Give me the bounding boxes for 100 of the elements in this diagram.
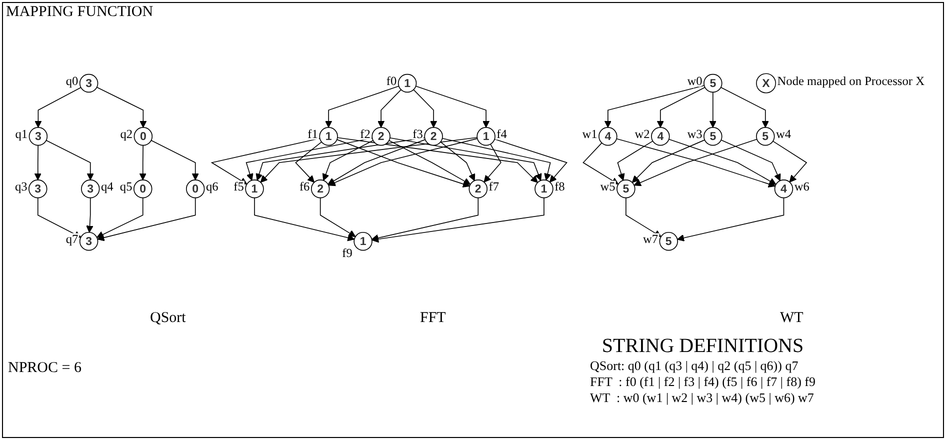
node-circle: 1 (319, 127, 338, 146)
node-name: f4 (496, 127, 507, 142)
node-name: f3 (412, 127, 423, 142)
node-name: q5 (120, 180, 132, 194)
arrow (484, 144, 502, 182)
node-name: f2 (360, 127, 370, 142)
node-circle: 1 (534, 180, 554, 198)
arrow (677, 197, 784, 242)
arrow (96, 86, 147, 128)
arrow (582, 142, 619, 184)
node-circle: 5 (616, 180, 636, 198)
arrow (97, 197, 196, 242)
arrow (494, 138, 568, 182)
node-name: w3 (687, 127, 702, 142)
node-name: f9 (342, 246, 352, 260)
graph-caption: QSort (150, 310, 186, 327)
node-circle: 3 (79, 232, 98, 251)
node-name: q1 (15, 127, 28, 142)
node-name: w6 (794, 180, 810, 194)
arrow (634, 138, 758, 186)
arrow (150, 140, 199, 180)
node-name: q0 (66, 74, 78, 88)
node-circle: 0 (186, 180, 205, 198)
arrow (210, 138, 320, 184)
arrow (320, 197, 356, 237)
section-heading: STRING DEFINITIONS (600, 335, 805, 358)
diagram-title: MAPPING FUNCTION (6, 4, 154, 21)
node-circle: 5 (756, 127, 775, 146)
node-circle: 1 (354, 232, 372, 251)
string-definition: WT : w0 (w1 | w2 | w3 | w4) (w5 | w6) w7 (590, 390, 815, 406)
node-circle: 3 (28, 127, 48, 146)
node-name: q3 (14, 180, 28, 194)
node-circle: 2 (468, 180, 488, 198)
node-circle: 3 (28, 180, 48, 198)
node-circle: 0 (133, 180, 152, 198)
node-name: w2 (634, 127, 650, 142)
arrow (295, 142, 322, 183)
arrow (371, 197, 479, 242)
node-name: f0 (386, 74, 397, 88)
arrow (37, 197, 82, 238)
node-name: f1 (308, 127, 318, 142)
arrow (415, 86, 490, 128)
arrow (337, 137, 538, 183)
arrow (322, 140, 374, 181)
node-circle: 4 (651, 127, 670, 146)
arrow (388, 140, 471, 185)
arrow (336, 139, 470, 188)
arrow (440, 142, 476, 181)
arrow (604, 85, 705, 128)
node-circle: 1 (245, 180, 264, 198)
node-name: q2 (120, 127, 133, 142)
arrow (86, 197, 94, 233)
arrow (34, 87, 82, 128)
node-circle: 5 (704, 127, 722, 146)
node-circle: 2 (424, 127, 443, 146)
arrow (324, 86, 400, 128)
string-definition: QSort: q0 (q1 (q3 | q4) | q2 (q5 | q6)) q7 (590, 358, 800, 374)
node-circle: 5 (659, 232, 678, 251)
arrow (442, 138, 552, 180)
arrow (254, 197, 355, 242)
graph-caption: WT (780, 310, 804, 327)
arrow (390, 137, 542, 181)
arrow (96, 197, 144, 238)
node-circle: 1 (398, 74, 417, 93)
graph-caption: FFT (420, 310, 446, 327)
node-circle: 3 (81, 180, 100, 198)
node-circle: 4 (774, 180, 794, 198)
arrow (328, 139, 426, 185)
arrow (256, 137, 426, 181)
note: NPROC = 6 (8, 360, 82, 377)
node-name: f8 (554, 180, 565, 194)
node-name: w1 (582, 127, 598, 142)
arrow (772, 140, 808, 182)
arrow (246, 138, 373, 181)
arrow (668, 138, 776, 185)
node-name: w5 (600, 180, 616, 194)
node-circle: 1 (476, 127, 496, 146)
arrow (260, 137, 478, 183)
arrow (626, 197, 662, 237)
arrow (709, 92, 717, 128)
node-circle: X (756, 73, 776, 94)
node-circle: 4 (598, 127, 618, 146)
node-name: w4 (776, 127, 792, 142)
arrow (413, 89, 438, 128)
arrow (46, 140, 94, 180)
node-name: f5 (234, 180, 244, 194)
node-circle: 2 (372, 127, 390, 146)
node-name: q4 (100, 180, 114, 194)
node-circle: 2 (310, 180, 330, 198)
node-name: w0 (687, 74, 702, 88)
arrow (377, 89, 402, 128)
node-name: q6 (206, 180, 218, 194)
arrow (632, 140, 706, 183)
node-name: Node mapped on Processor X (777, 74, 924, 88)
node-name: f7 (488, 180, 500, 194)
arrow (720, 86, 769, 128)
arrow (616, 138, 776, 188)
arrow (720, 140, 781, 181)
string-definition: FFT : f0 (f1 | f2 | f3 | f4) (f5 | f6 | f7 | f8) f9 (590, 374, 816, 390)
arrow (34, 144, 42, 180)
